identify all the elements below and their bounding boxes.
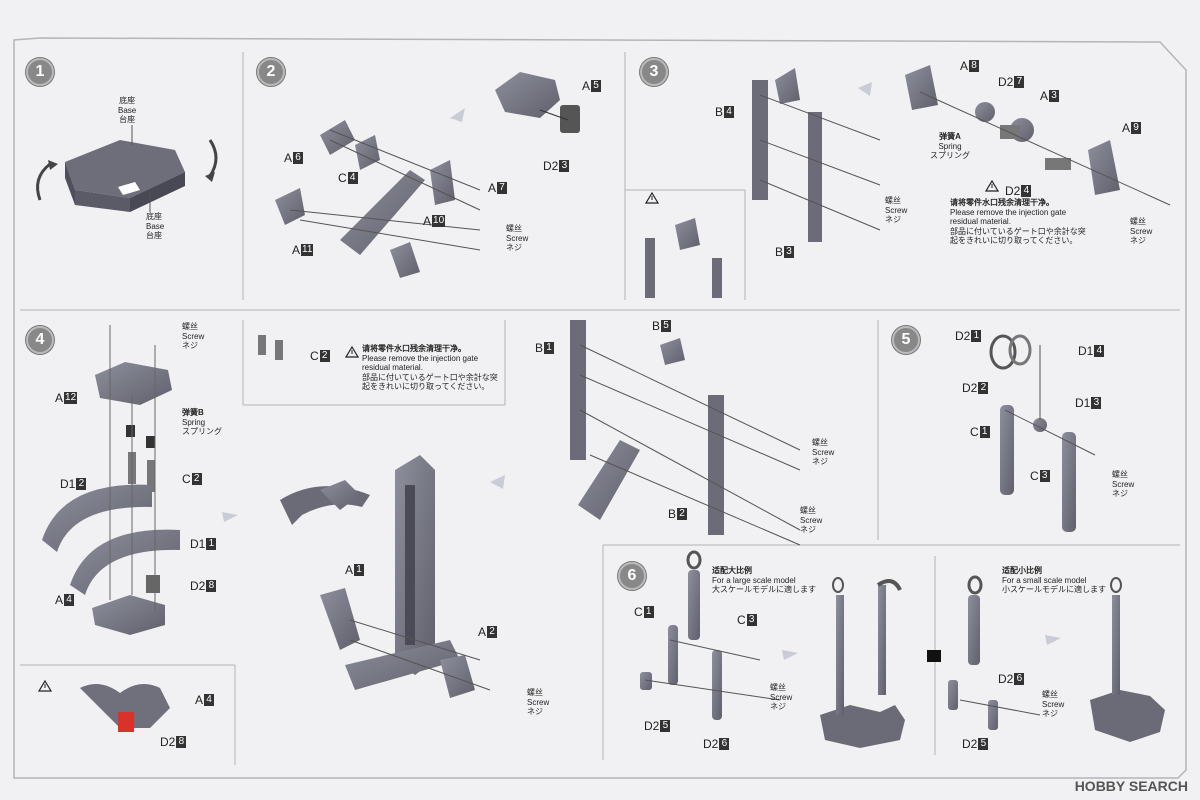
panel-dividers: [20, 52, 1180, 765]
step6-small-assembled: [1090, 577, 1165, 742]
step3-drawing: [645, 65, 1171, 298]
step-number-3: 3: [640, 58, 668, 86]
step4-arm-drawing: [280, 455, 505, 698]
step-number-2: 2: [257, 58, 285, 86]
step6-large-assembled: [820, 577, 905, 748]
warning-icon: [38, 680, 52, 692]
step4-inset-part: [258, 335, 283, 360]
warning-icon: [345, 346, 359, 358]
warning-icon: [985, 180, 999, 192]
step4-stand-drawing: [42, 325, 238, 635]
sheet-border: [13, 37, 1187, 779]
step-number-4: 4: [26, 326, 54, 354]
step-number-6: 6: [618, 562, 646, 590]
step4-warning-drawing: [80, 684, 170, 732]
step6-drawing: [640, 550, 1165, 748]
step-number-5: 5: [892, 326, 920, 354]
hobby-search-logo: HOBBY SEARCH: [1074, 778, 1188, 794]
warning-icon: [645, 192, 659, 204]
gate-note-step4: 请将零件水口残余清理干净。Please remove the injection…: [362, 344, 498, 391]
gate-note-step3: 请将零件水口残余清理干净。Please remove the injection…: [950, 198, 1086, 245]
step5-drawing: [989, 334, 1096, 532]
step-number-1: 1: [26, 58, 54, 86]
step2-drawing: [275, 72, 580, 278]
step1-base-drawing: [36, 125, 218, 212]
step4-frame-drawing: [570, 320, 801, 546]
